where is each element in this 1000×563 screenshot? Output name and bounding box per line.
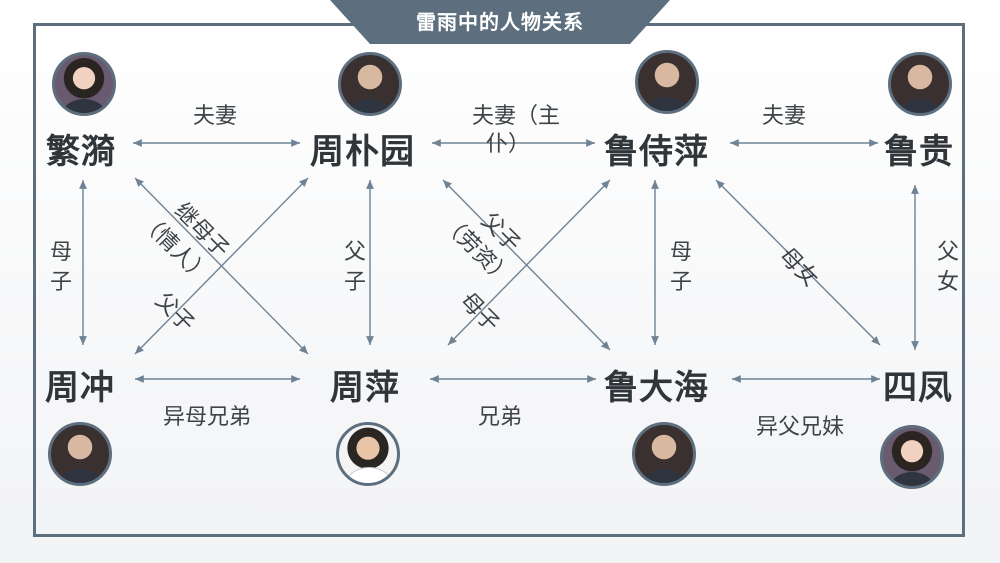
lugui-portrait: [888, 52, 952, 116]
ludahai-portrait: [632, 422, 696, 486]
label-fanyi-zhou: 夫妻: [193, 104, 238, 129]
diagram-title: 雷雨中的人物关系: [416, 10, 584, 34]
label-zhou-zhouping: 父子: [343, 240, 366, 295]
name-zhouping: 周萍: [330, 368, 400, 408]
label-ludahai-sifeng: 异父兄妹: [756, 415, 845, 440]
label-zhou-lushiping-2: 仆）: [486, 132, 531, 157]
line-lushiping-zhouping: [447, 179, 611, 346]
lushiping-portrait: [635, 50, 699, 114]
title-tab-shape: [330, 0, 670, 44]
fanyi-portrait: [52, 52, 116, 116]
label-zhou-lushiping-1: 夫妻（主: [472, 104, 561, 129]
title-tab: 雷雨中的人物关系: [330, 0, 670, 44]
label-lushiping-ludahai: 母子: [669, 240, 692, 295]
name-sifeng: 四凤: [883, 368, 953, 408]
label-lushiping-lugui: 夫妻: [762, 104, 807, 129]
zhouchong-portrait: [48, 422, 112, 486]
zhouping-portrait: [336, 422, 400, 486]
sifeng-portrait: [880, 425, 944, 489]
name-zhoupuyuan: 周朴园: [310, 132, 415, 172]
name-lushiping: 鲁侍萍: [604, 132, 709, 172]
line-lushiping-sifeng: [715, 179, 881, 346]
line-zhou-zhouchong: [134, 177, 309, 355]
name-fanyi: 繁漪: [46, 132, 116, 172]
label-zhouchong-zhouping: 异母兄弟: [163, 405, 252, 430]
name-lugui: 鲁贵: [884, 132, 954, 172]
label-fanyi-zhouchong: 母子: [49, 240, 72, 295]
name-ludahai: 鲁大海: [604, 368, 709, 408]
name-zhouchong: 周冲: [45, 368, 115, 408]
zhoupuyuan-portrait: [338, 52, 402, 116]
label-lugui-sifeng: 父女: [936, 240, 959, 295]
label-zhouping-ludahai: 兄弟: [478, 405, 523, 430]
